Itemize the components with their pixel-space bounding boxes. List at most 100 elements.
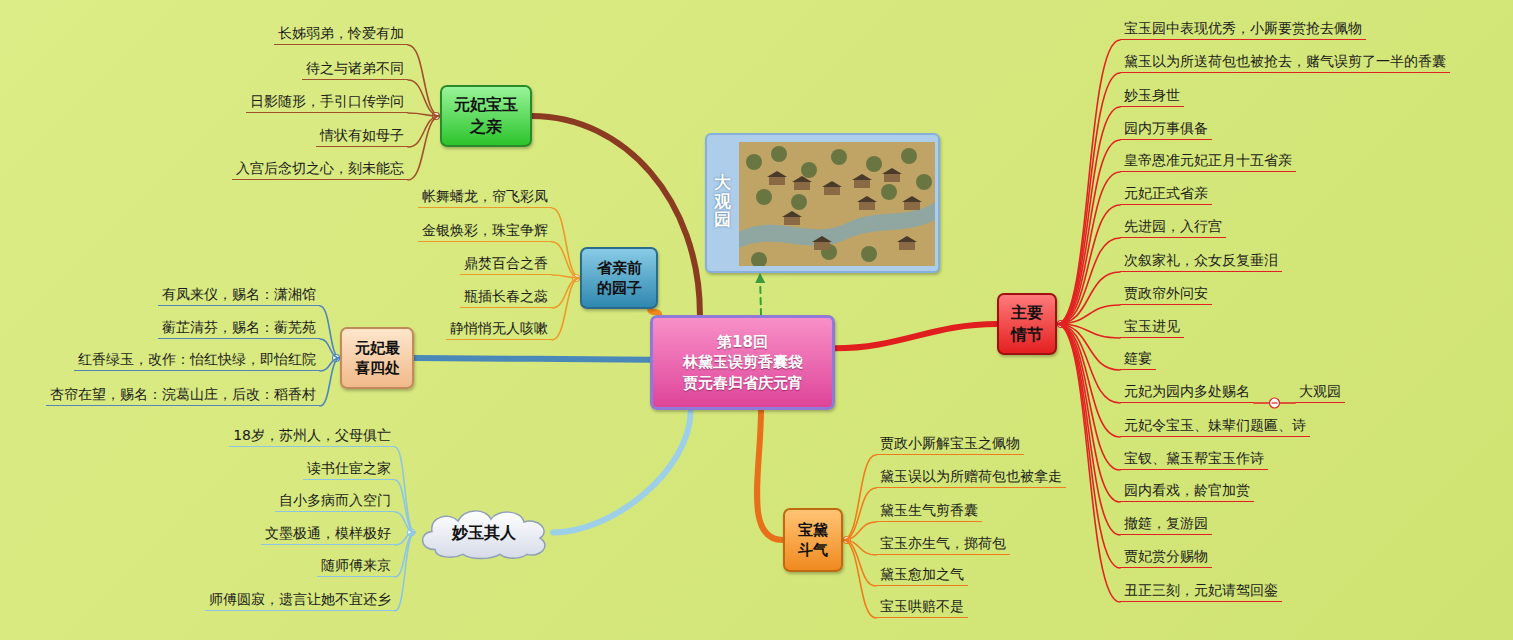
connector — [1057, 107, 1120, 324]
main-topic: 元妃宝玉之亲 — [440, 85, 532, 147]
topic-text: 长姊弱弟，怜爱有加 — [278, 24, 404, 42]
connector — [552, 242, 580, 278]
connector — [1254, 402, 1295, 404]
topic-text: 黛玉愈加之气 — [880, 565, 964, 583]
cloud-topic: 妙玉其人 — [415, 505, 553, 560]
subtopic-line: 宝玉哄赔不是 — [876, 597, 968, 618]
topic-text: 有凤来仪，赐名：潇湘馆 — [162, 285, 316, 303]
topic-text: 贾妃赏分赐物 — [1124, 547, 1208, 565]
subtopic-line: 黛玉生气剪香囊 — [876, 501, 982, 522]
subtopic-line: 自小多病而入空门 — [275, 491, 395, 512]
topic-text: 元妃为园内多处赐名 — [1124, 382, 1250, 400]
vertical-title: 大观园 — [714, 173, 731, 229]
topic-text: 情状有如母子 — [320, 126, 404, 144]
topic-text: 静悄悄无人咳嗽 — [450, 319, 548, 337]
painting-tree — [746, 154, 762, 170]
main-topic: 宝黛斗气 — [783, 508, 843, 572]
connector — [552, 208, 580, 278]
topic-text: 瓶插长春之蕊 — [464, 287, 548, 305]
painting-house — [854, 180, 870, 188]
topic-text: 宝玉亦生气，掷荷包 — [880, 534, 1006, 552]
connector — [1057, 324, 1120, 535]
connector — [395, 447, 415, 533]
topic-text: 蘅芷清芬，赐名：蘅芜苑 — [162, 318, 316, 336]
topic-text: 宝玉园中表现优秀，小厮要赏抢去佩物 — [1124, 19, 1362, 37]
painting-house — [859, 202, 875, 210]
painting-ground — [739, 142, 935, 266]
connector — [843, 522, 876, 540]
connector — [1057, 205, 1120, 324]
topic-text: 主要情节 — [1009, 302, 1046, 345]
connector — [552, 278, 580, 340]
connector — [1057, 305, 1120, 324]
subtopic-line: 长姊弱弟，怜爱有加 — [274, 24, 408, 45]
painting-house — [769, 177, 785, 185]
topic-text: 园内看戏，龄官加赏 — [1124, 481, 1250, 499]
connector — [552, 275, 580, 278]
connector — [1057, 40, 1120, 324]
connector — [1057, 172, 1120, 324]
painting-tree — [861, 246, 877, 262]
connector — [1057, 324, 1120, 602]
topic-text: 金银焕彩，珠宝争辉 — [422, 221, 548, 239]
connector — [843, 540, 876, 618]
connector — [843, 455, 876, 540]
painting-house — [784, 217, 800, 225]
subtopic-line: 元妃为园内多处赐名 — [1120, 382, 1254, 403]
subtopic-line: 园内看戏，龄官加赏 — [1120, 481, 1254, 502]
subtopic-line: 待之与诸弟不同 — [302, 59, 408, 80]
main-topic: 省亲前的园子 — [580, 247, 658, 309]
painting-water — [739, 202, 935, 248]
painting-roof — [897, 236, 917, 242]
connector — [843, 488, 876, 540]
subtopic-line: 先进园，入行宫 — [1120, 217, 1226, 238]
painting-roof — [882, 168, 902, 174]
painting-tree — [801, 162, 817, 178]
subtopic-line: 园内万事俱备 — [1120, 119, 1212, 140]
connector — [320, 306, 340, 358]
painting-house — [814, 242, 830, 250]
topic-text: 大观园 — [1299, 382, 1341, 400]
topic-text: 黛玉生气剪香囊 — [880, 501, 978, 519]
topic-text: 园内万事俱备 — [1124, 119, 1208, 137]
painting-tree — [881, 184, 897, 200]
topic-text: 次叙家礼，众女反复垂泪 — [1124, 251, 1278, 269]
subtopic-line: 入宫后念切之心，刻未能忘 — [232, 159, 408, 180]
topic-text: 随师傅来京 — [321, 556, 391, 574]
topic-text: 元妃宝玉之亲 — [452, 94, 521, 137]
collapse-symbol — [1270, 398, 1280, 408]
painting-roof — [852, 174, 872, 180]
topic-text: 帐舞蟠龙，帘飞彩凤 — [422, 187, 548, 205]
subtopic-line: 18岁，苏州人，父母俱亡 — [229, 426, 395, 447]
subtopic-line: 金银焕彩，珠宝争辉 — [418, 221, 552, 242]
topic-text: 杏帘在望，赐名：浣葛山庄，后改：稻香村 — [50, 385, 316, 403]
subtopic-line: 大观园 — [1295, 382, 1345, 403]
topic-text: 鼎焚百合之香 — [464, 254, 548, 272]
subtopic-line: 贾政小厮解宝玉之佩物 — [876, 434, 1024, 455]
topic-text: 宝黛斗气 — [796, 520, 831, 561]
painting-roof — [822, 181, 842, 187]
connector — [1057, 73, 1120, 324]
topic-text: 黛玉以为所送荷包也被抢去，赌气误剪了一半的香囊 — [1124, 52, 1446, 70]
central-topic: 第18回 林黛玉误剪香囊袋 贾元春归省庆元宵 — [650, 315, 835, 410]
main-topic: 主要情节 — [997, 293, 1057, 355]
topic-text: 读书仕宦之家 — [307, 459, 391, 477]
topic-text: 妙玉身世 — [1124, 86, 1180, 104]
painting-tree — [831, 149, 847, 165]
connector — [553, 410, 691, 533]
connector — [408, 113, 440, 116]
subtopic-line: 撤筵，复游园 — [1120, 514, 1212, 535]
painting-house — [904, 202, 920, 210]
connector — [757, 410, 783, 540]
topic-text: 元妃令宝玉、妹辈们题匾、诗 — [1124, 416, 1306, 434]
connector — [320, 358, 340, 406]
topic-text: 日影随形，手引口传学问 — [250, 92, 404, 110]
garden-painting — [739, 142, 935, 266]
painting-roof — [782, 211, 802, 217]
topic-text: 贾政帘外问安 — [1124, 284, 1208, 302]
subtopic-line: 筵宴 — [1120, 349, 1156, 370]
connector — [835, 324, 997, 348]
subtopic-line: 皇帝恩准元妃正月十五省亲 — [1120, 151, 1296, 172]
subtopic-line: 黛玉愈加之气 — [876, 565, 968, 586]
connector — [395, 512, 415, 533]
